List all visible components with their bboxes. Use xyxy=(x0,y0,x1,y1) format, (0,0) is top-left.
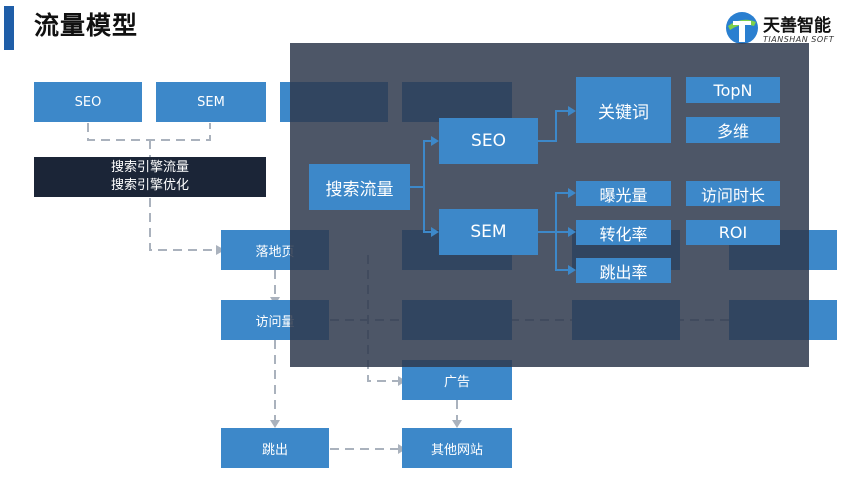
overlay-sem-node: SEM xyxy=(439,209,538,255)
seo-node: SEO xyxy=(34,82,142,122)
search-engine-traffic-node: 搜索引擎流量 搜索引擎优化 xyxy=(34,157,266,197)
overlay-multidimensional-node: 多维 xyxy=(686,117,780,143)
search-traffic-line2: 搜索引擎优化 xyxy=(110,178,189,193)
search-traffic-line1: 搜索引擎流量 xyxy=(110,160,189,175)
overlay-bounce-rate-node: 跳出率 xyxy=(576,258,671,283)
overlay-topn-node: TopN xyxy=(686,77,780,103)
sem-node: SEM xyxy=(156,82,266,122)
overlay-conversion-rate-node: 转化率 xyxy=(576,220,671,245)
overlay-search-traffic-node: 搜索流量 xyxy=(309,164,410,210)
overlay-roi-node: ROI xyxy=(686,220,780,245)
overlay-seo-node: SEO xyxy=(439,118,538,164)
overlay-visit-duration-node: 访问时长 xyxy=(686,181,780,206)
page-title: 流量模型 xyxy=(34,11,139,40)
overlay-keywords-node: 关键词 xyxy=(576,77,671,143)
company-logo: 天善智能 TIANSHAN SOFT xyxy=(724,10,864,50)
logo-emblem-icon xyxy=(726,12,758,44)
logo-subtitle: TIANSHAN SOFT xyxy=(763,35,835,44)
logo-name: 天善智能 xyxy=(763,16,831,36)
overlay-impressions-node: 曝光量 xyxy=(576,181,671,206)
other-sites-node: 其他网站 xyxy=(402,428,512,468)
bounce-node: 跳出 xyxy=(221,428,329,468)
title-accent-bar xyxy=(4,6,14,50)
